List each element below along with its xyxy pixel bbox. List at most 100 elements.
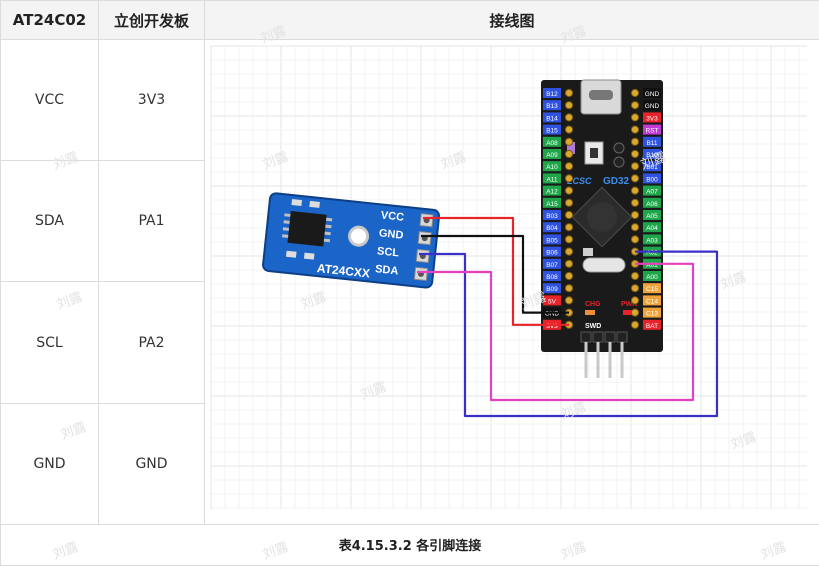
table-caption: 表4.15.3.2 各引脚连接 <box>0 523 819 566</box>
swd-header-leg <box>584 342 588 379</box>
left-pin-label: B13 <box>546 103 558 110</box>
left-pin-tag-b04 <box>543 222 561 233</box>
left-pin-label: B09 <box>546 286 558 293</box>
module-pin-label-scl: SCL <box>376 245 399 259</box>
right-pin-tag-gnd <box>643 100 661 111</box>
crystal-small <box>583 248 593 257</box>
chip-pin <box>325 217 333 222</box>
right-pin-label: A03 <box>646 237 658 244</box>
left-pin-hole <box>564 88 574 98</box>
chip-pin <box>324 231 331 236</box>
mounting-hole <box>348 225 370 247</box>
right-pin-hole <box>630 284 640 293</box>
right-pin-label: A01 <box>646 262 658 269</box>
chg-label: CHG <box>585 301 601 308</box>
left-pin-label: B06 <box>546 250 558 257</box>
right-pin-tag-a03 <box>643 234 661 245</box>
right-pin-hole <box>630 162 640 171</box>
mcu-center <box>587 202 617 233</box>
right-pin-hole <box>630 137 640 146</box>
right-pin-tag-a00 <box>643 271 661 282</box>
left-pin-label: B05 <box>546 237 558 244</box>
right-pin-label: GND <box>645 91 660 98</box>
wire-sda <box>417 262 695 402</box>
chip-pin <box>284 213 291 217</box>
left-pin-label: B12 <box>546 91 558 98</box>
left-pin-label: B07 <box>546 262 558 269</box>
right-pin-label: BAT <box>646 323 658 330</box>
left-pin-tag-b07 <box>543 258 561 269</box>
module-pin-label-vcc: VCC <box>380 209 404 223</box>
left-pin-label: 5V <box>548 298 557 305</box>
row-vcc-module: VCC <box>0 39 99 162</box>
right-pin-hole <box>630 223 640 232</box>
chip-pin <box>282 234 289 238</box>
left-pin-hole <box>564 198 574 207</box>
left-pin-label: A11 <box>546 176 557 183</box>
right-pin-hole <box>630 198 640 207</box>
left-pin-hole <box>564 149 574 159</box>
left-pin-tag-b08 <box>543 271 561 282</box>
left-pin-tag-b09 <box>543 283 561 294</box>
left-pin-label: B04 <box>546 225 558 232</box>
chip-pin <box>283 220 290 224</box>
left-pin-tag-a09 <box>543 149 561 160</box>
swd-header-leg <box>608 342 612 379</box>
gd32-logo: GD32 <box>603 176 630 187</box>
right-pin-tag-c14 <box>643 295 661 306</box>
right-pin-tag-c13 <box>643 307 661 318</box>
right-pin-hole <box>630 101 640 110</box>
left-pin-tag-b05 <box>543 234 561 245</box>
left-pin-hole <box>564 223 574 232</box>
led-chg <box>585 310 595 316</box>
left-pin-hole <box>564 259 574 268</box>
right-pin-label: 3V3 <box>646 115 658 122</box>
left-pin-tag-5v <box>543 295 561 306</box>
right-pin-hole <box>630 125 640 134</box>
left-pin-tag-a12 <box>543 185 561 196</box>
right-pin-label: RST <box>646 128 659 135</box>
left-pin-hole <box>564 296 574 305</box>
right-pin-label: A07 <box>646 189 658 196</box>
right-pin-label: A02 <box>646 250 658 257</box>
right-pin-tag-bat <box>643 319 661 330</box>
row-sda-board: PA1 <box>98 160 205 283</box>
module-pin-label-gnd: GND <box>378 227 404 241</box>
left-pin-hole <box>564 271 574 281</box>
swd-header-pin <box>592 331 604 343</box>
row-scl-module: SCL <box>0 281 99 404</box>
right-pin-label: A00 <box>646 274 658 281</box>
right-pin-tag-b11 <box>643 136 661 147</box>
left-pin-hole <box>564 186 574 195</box>
left-pin-hole <box>564 247 574 256</box>
left-pin-label: GND <box>545 311 560 318</box>
right-pin-tag-a04 <box>643 222 661 233</box>
chip-pin <box>325 224 332 229</box>
right-pin-label: B10 <box>646 152 658 159</box>
row-scl-board: PA2 <box>98 281 205 404</box>
swd-header-pin <box>616 331 628 343</box>
boot-switch <box>613 142 625 154</box>
right-pin-tag-3v3 <box>643 112 661 123</box>
swd-header-pin <box>580 331 592 343</box>
smd-part <box>303 252 315 260</box>
crystal <box>582 257 626 273</box>
right-pin-label: B00 <box>646 176 658 183</box>
usb-c-port <box>589 90 613 101</box>
right-pin-hole <box>630 210 640 220</box>
row-sda-module: SDA <box>0 160 99 283</box>
pwr-label: PWR <box>621 301 637 308</box>
left-pin-hole <box>564 162 574 171</box>
left-pin-label: A15 <box>546 201 558 208</box>
swd-label: SWD <box>585 323 601 330</box>
left-pin-label: 3V3 <box>546 323 558 330</box>
eeprom-chip <box>287 211 327 247</box>
right-pin-label: C14 <box>646 298 658 305</box>
wire-scl <box>419 250 719 418</box>
smd-part <box>286 250 297 258</box>
right-pin-tag-rst <box>643 124 661 135</box>
wire-vcc <box>423 216 569 326</box>
